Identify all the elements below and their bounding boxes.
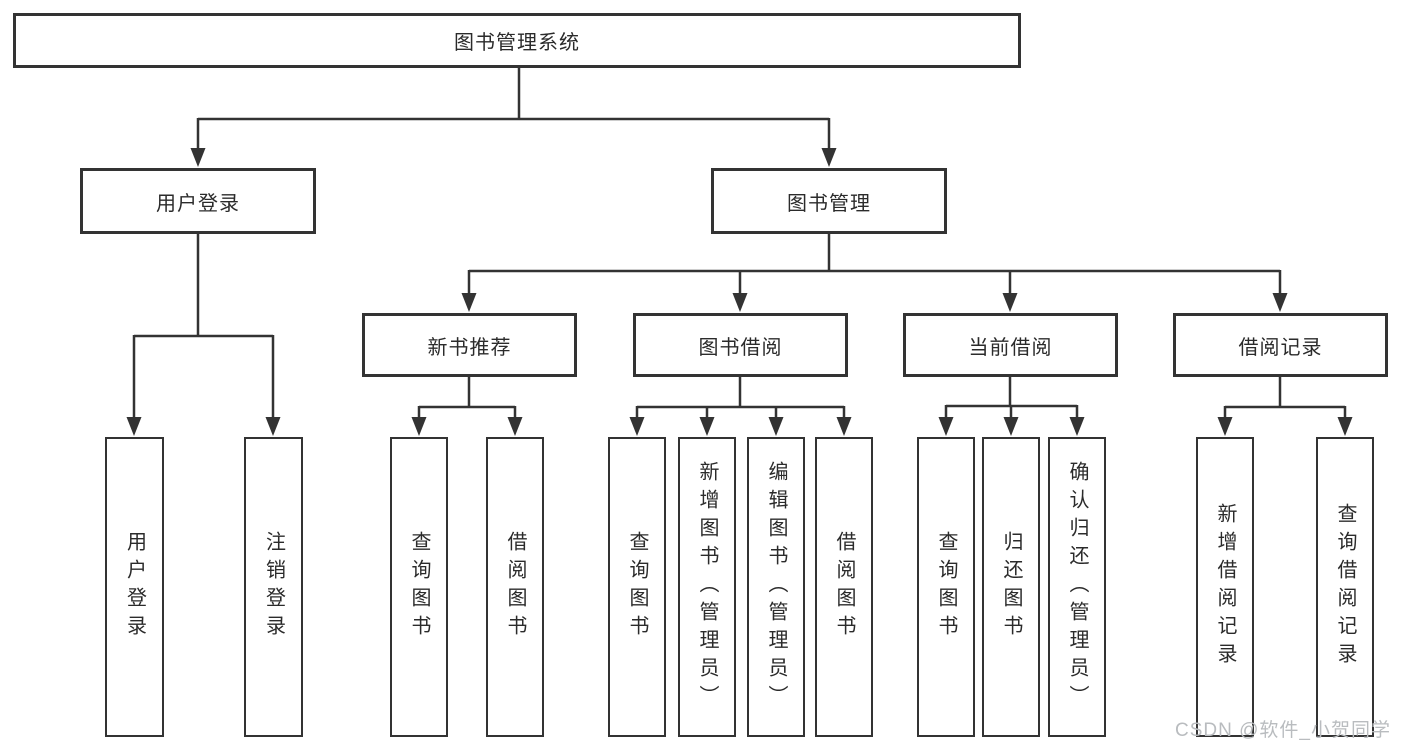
leaf-borrow-books-recommend-label: 借阅图书	[504, 531, 526, 643]
arrowheads	[126, 148, 1353, 436]
leaf-add-borrow-record: 新增借阅记录	[1196, 437, 1254, 737]
leaf-logout-label: 注销登录	[262, 531, 285, 643]
node-book-borrowing: 图书借阅	[633, 313, 848, 377]
leaf-return-books-label: 归还图书	[1000, 531, 1022, 643]
node-root-label: 图书管理系统	[454, 32, 580, 54]
node-root: 图书管理系统	[13, 13, 1021, 68]
leaf-query-books-current-label: 查询图书	[935, 531, 957, 643]
node-new-book-recommend: 新书推荐	[362, 313, 577, 377]
node-new-book-recommend-label: 新书推荐	[427, 336, 512, 359]
leaf-return-books: 归还图书	[982, 437, 1040, 737]
leaf-query-books-borrowing: 查询图书	[608, 437, 666, 737]
node-borrow-records: 借阅记录	[1173, 313, 1388, 377]
leaf-query-books-recommend-label: 查询图书	[408, 531, 430, 643]
leaf-add-borrow-record-label: 新增借阅记录	[1214, 503, 1236, 671]
node-book-management: 图书管理	[711, 168, 947, 234]
leaf-borrow-books-borrowing-label: 借阅图书	[833, 531, 855, 643]
node-current-borrowing-label: 当前借阅	[968, 336, 1053, 359]
leaf-borrow-books-borrowing: 借阅图书	[815, 437, 873, 737]
node-user-login-label: 用户登录	[156, 192, 240, 215]
leaf-borrow-books-recommend: 借阅图书	[486, 437, 544, 737]
leaf-logout: 注销登录	[244, 437, 303, 737]
leaf-edit-book-admin: 编辑图书（管理员）	[747, 437, 805, 737]
node-current-borrowing: 当前借阅	[903, 313, 1118, 377]
leaf-query-borrow-record: 查询借阅记录	[1316, 437, 1374, 737]
node-user-login: 用户登录	[80, 168, 316, 234]
node-borrow-records-label: 借阅记录	[1238, 336, 1323, 359]
leaf-edit-book-admin-label: 编辑图书（管理员）	[765, 461, 787, 713]
node-book-borrowing-label: 图书借阅	[698, 336, 783, 359]
leaf-user-login: 用户登录	[105, 437, 164, 737]
leaf-confirm-return-admin-label: 确认归还（管理员）	[1066, 461, 1088, 713]
leaf-query-books-borrowing-label: 查询图书	[626, 531, 648, 643]
leaf-query-borrow-record-label: 查询借阅记录	[1334, 503, 1356, 671]
leaf-query-books-recommend: 查询图书	[390, 437, 448, 737]
leaf-user-login-label: 用户登录	[123, 531, 146, 643]
leaf-add-book-admin: 新增图书（管理员）	[678, 437, 736, 737]
leaf-add-book-admin-label: 新增图书（管理员）	[696, 461, 718, 713]
node-book-management-label: 图书管理	[787, 192, 871, 215]
leaf-query-books-current: 查询图书	[917, 437, 975, 737]
leaf-confirm-return-admin: 确认归还（管理员）	[1048, 437, 1106, 737]
